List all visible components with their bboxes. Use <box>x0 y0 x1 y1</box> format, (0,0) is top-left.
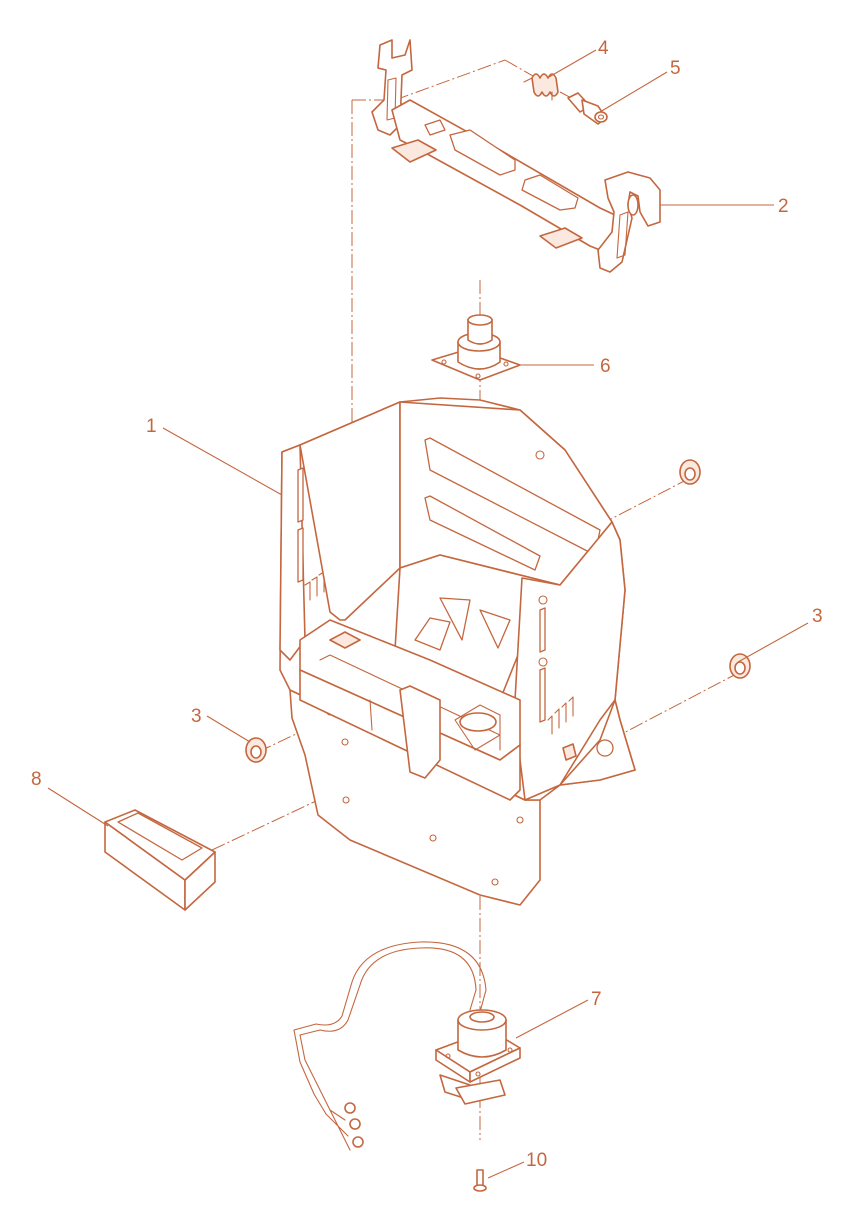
torsion-spring-part <box>523 73 559 101</box>
latch-bracket-part <box>371 39 661 273</box>
callout-7: 7 <box>591 989 602 1010</box>
callout-6: 6 <box>600 356 611 377</box>
motor-unit-part <box>293 941 521 1151</box>
callout-8: 8 <box>31 769 42 790</box>
pivot-mount-part <box>431 314 521 381</box>
callout-3-left: 3 <box>191 706 202 727</box>
bolt-part <box>473 1169 487 1192</box>
spacer-block-part <box>104 809 216 911</box>
callout-2: 2 <box>778 196 789 217</box>
main-frame-part <box>279 397 636 906</box>
shoulder-pin-part <box>567 92 608 125</box>
roller-part-right-lower <box>729 653 751 679</box>
roller-part-right-upper <box>679 459 701 485</box>
callout-1: 1 <box>146 416 157 437</box>
callout-4: 4 <box>598 38 609 59</box>
callout-10: 10 <box>526 1150 547 1171</box>
callout-3-right: 3 <box>812 606 823 627</box>
callout-labels: 1 2 3 3 4 5 6 7 8 10 <box>31 38 823 1171</box>
roller-part-left <box>245 737 267 763</box>
leader-lines <box>47 49 809 1179</box>
callout-5: 5 <box>670 58 681 79</box>
